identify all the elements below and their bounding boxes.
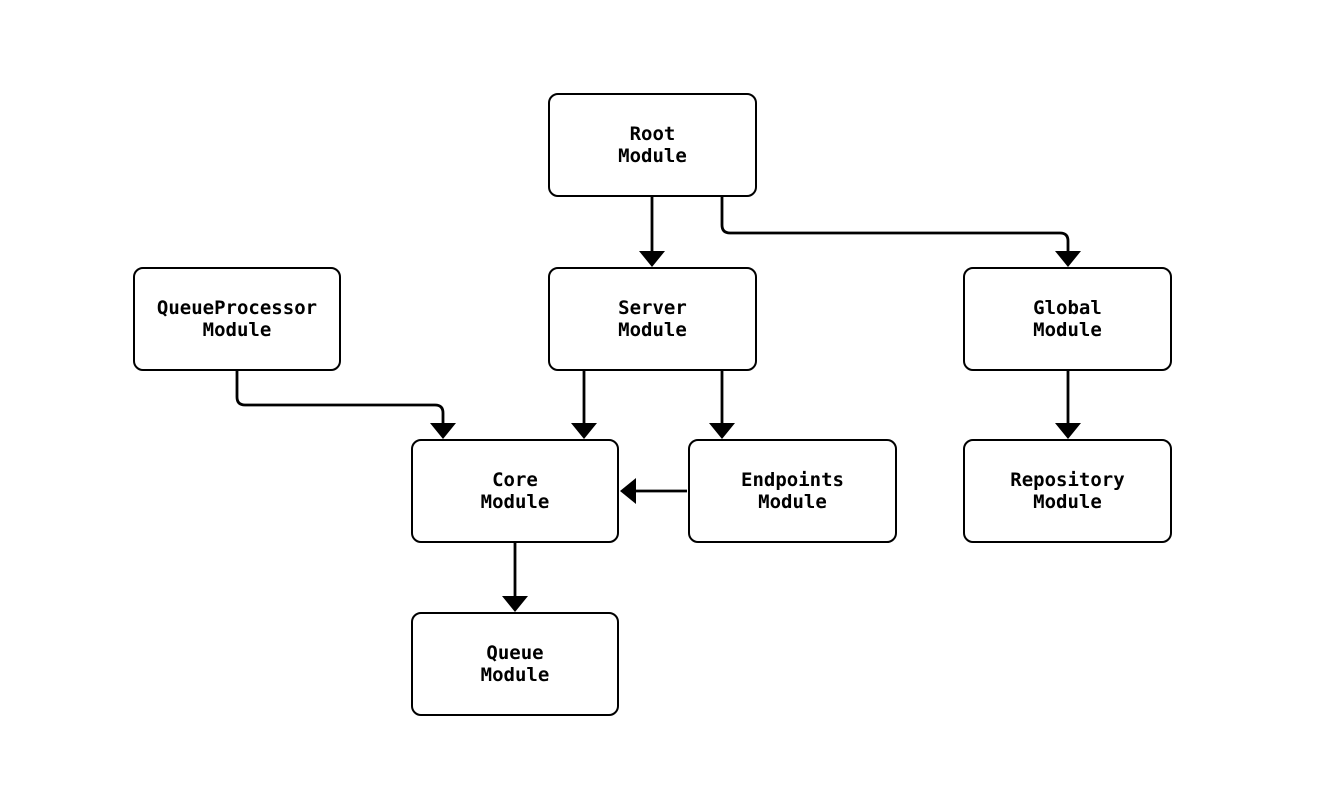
node-endpoints-module: Endpoints Module	[688, 439, 897, 543]
node-server-module: Server Module	[548, 267, 757, 371]
node-server-module-label-line1: Server	[618, 297, 687, 319]
node-server-module-label-line2: Module	[618, 319, 687, 341]
node-core-module: Core Module	[411, 439, 619, 543]
edge-root-to-server	[639, 197, 665, 267]
node-core-module-label-line2: Module	[480, 491, 550, 513]
node-queue-module-label-line1: Queue	[486, 642, 544, 664]
node-queue-module: Queue Module	[411, 612, 619, 716]
node-queueprocessor-module: QueueProcessor Module	[133, 267, 341, 371]
node-core-module-label-line1: Core	[492, 469, 538, 491]
edge-server-to-core	[571, 371, 597, 439]
node-root-module: Root Module	[548, 93, 757, 197]
node-queue-module-label-line2: Module	[480, 664, 550, 686]
node-root-module-label-line2: Module	[618, 145, 687, 167]
node-queueprocessor-module-label-line1: QueueProcessor	[156, 297, 318, 319]
edge-server-to-endpoints	[709, 371, 735, 439]
edge-root-to-global	[720, 197, 1081, 267]
node-root-module-label-line1: Root	[629, 123, 676, 145]
node-endpoints-module-label-line1: Endpoints	[741, 469, 844, 491]
edge-queueprocessor-to-core	[235, 371, 456, 439]
node-global-module-label-line2: Module	[1033, 319, 1102, 341]
edge-endpoints-to-core	[620, 478, 687, 504]
node-repository-module: Repository Module	[963, 439, 1172, 543]
edge-global-to-repository	[1055, 371, 1081, 439]
node-global-module: Global Module	[963, 267, 1172, 371]
edge-core-to-queue	[502, 543, 528, 612]
node-repository-module-label-line1: Repository	[1010, 469, 1125, 491]
node-global-module-label-line1: Global	[1033, 297, 1102, 319]
node-endpoints-module-label-line2: Module	[758, 491, 827, 513]
node-queueprocessor-module-label-line2: Module	[202, 319, 272, 341]
node-repository-module-label-line2: Module	[1033, 491, 1102, 513]
